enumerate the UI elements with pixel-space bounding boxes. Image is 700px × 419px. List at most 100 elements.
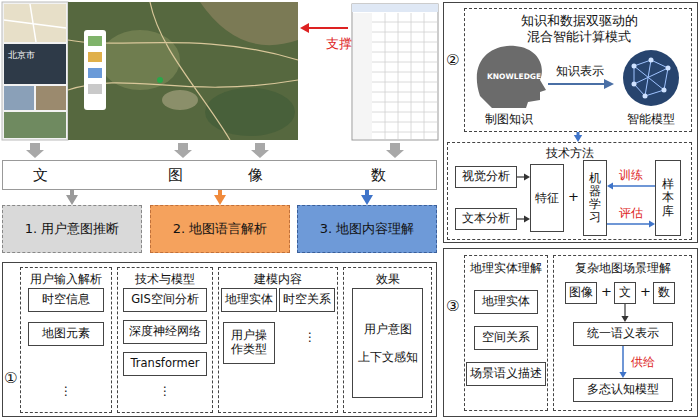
connector-line <box>624 304 625 317</box>
item-box: 文 <box>614 282 636 304</box>
node-text: 地理实体理解 <box>465 261 547 275</box>
node-subtext: 数 <box>371 166 386 184</box>
task-box: 2. 地图语言解析 <box>150 205 290 253</box>
node-text: 用户操作类型 <box>226 329 272 357</box>
node-text: 建模内容 <box>219 272 337 286</box>
connector-line <box>622 346 624 373</box>
down-arrow <box>26 143 404 158</box>
process-box: 统一语义表示 <box>573 322 673 346</box>
item-box: 数 <box>653 282 675 304</box>
column-box: 效果用户意图上下文感知 <box>343 267 432 413</box>
task-box: 3. 地图内容理解 <box>297 205 437 253</box>
node-text: 地理实体 <box>225 293 273 307</box>
connector <box>619 346 626 378</box>
node-text: 样本库 <box>662 178 674 218</box>
edge-label: 评估 <box>619 206 643 220</box>
learning-box: 机器学习 <box>583 160 607 236</box>
column-box: 技术与模型 ⋮ GIS空间分析深度神经网络 Transformer <box>117 267 213 413</box>
model-icon <box>623 50 679 106</box>
connector <box>66 190 78 205</box>
node-text: 地理实体 <box>482 295 530 309</box>
node-text: GIS空间分析 <box>131 293 199 307</box>
knowledge-head <box>477 46 546 108</box>
node-text: 文 <box>619 286 631 300</box>
node-text: 视觉分析 <box>462 170 510 184</box>
node-text: ① <box>4 371 17 386</box>
item-box: 深度神经网络 <box>123 320 207 344</box>
phone-screenshot <box>2 2 68 140</box>
connector <box>517 173 530 180</box>
node-text: 文 <box>33 166 48 184</box>
node-text: 多态认知模型 <box>587 383 659 397</box>
item-box: 时空关系 <box>279 288 335 312</box>
connector-line <box>517 176 525 177</box>
data-table-window <box>352 4 438 140</box>
item-box: 地理实体 <box>474 290 538 314</box>
node-text: 技术与模型 <box>118 272 212 286</box>
panel: ①用户输入解析⋮时空信息地图元素技术与模型⋮GIS空间分析深度神经网络Trans… <box>2 262 437 417</box>
item-box: 用户操作类型 <box>223 322 275 364</box>
panel: ③地理实体理解地理实体空间关系场景语义描述复杂地图场景理解图像文数统一语义表示多… <box>443 248 698 417</box>
node-subtext: ⋮ <box>118 384 212 398</box>
node-text: 统一语义表示 <box>587 327 659 341</box>
node-text: 时空信息 <box>42 293 90 307</box>
item-box: Transformer <box>123 352 207 376</box>
node-text: 2. 地图语言解析 <box>173 221 268 237</box>
place-name: 北京市 <box>8 50 35 61</box>
image-caption: 制图知识 <box>485 112 533 126</box>
head-text: KNOWLEDGE <box>487 72 541 81</box>
node-text: 地图元素 <box>42 327 90 341</box>
knowledge-arrow <box>548 79 614 89</box>
column-box: 用户输入解析⋮时空信息地图元素 <box>20 267 112 413</box>
item-box: 地理实体 <box>221 288 277 312</box>
group-box: 复杂地图场景理解图像 文 数统一语义表示多态认知模型 <box>553 255 692 411</box>
item-box: 地图元素 <box>28 322 104 346</box>
support-arrow <box>300 23 348 33</box>
node-subtext: ⋮ <box>21 384 111 398</box>
node-text: 知识和数据双驱动的混合智能计算模式 <box>517 13 641 44</box>
node-text: ③ <box>446 299 459 314</box>
feature-box: 特征 <box>530 164 564 232</box>
node-text: 场景语义描述 <box>470 367 542 381</box>
item-box: 场景语义描述 <box>466 362 546 386</box>
connector <box>214 190 226 205</box>
sample-box: 样本库 <box>655 160 681 236</box>
connector-line <box>607 223 650 225</box>
edge-label: 供给 <box>631 355 655 369</box>
process-box: 视觉分析 <box>455 166 517 188</box>
node-subtext: 图 <box>168 166 183 184</box>
connector <box>361 190 373 205</box>
node-subtext: ⋮ <box>304 330 316 344</box>
node-subtext: 上下文感知 <box>358 350 418 364</box>
group-box: 地理实体理解地理实体空间关系场景语义描述 <box>464 255 548 411</box>
effect-box: 用户意图上下文感知 <box>352 288 423 398</box>
connector <box>607 220 655 227</box>
item-box: 空间关系 <box>474 326 538 350</box>
node-text: 数 <box>658 286 670 300</box>
node-text: 时空关系 <box>283 293 331 307</box>
node-text: 1. 用户意图推断 <box>25 221 120 237</box>
arrow-head <box>214 195 226 205</box>
process-box: 文本分析 <box>455 208 517 230</box>
plus-sign: + <box>601 284 612 300</box>
process-box: 多态认知模型 <box>573 378 673 402</box>
connector <box>517 215 530 222</box>
node-text: 图像 <box>569 286 593 300</box>
input-band: 文图像数 <box>2 160 437 190</box>
satellite-map <box>68 2 298 140</box>
item-box: 图像 <box>565 282 597 304</box>
item-box: 时空信息 <box>28 288 104 312</box>
connector <box>607 182 655 189</box>
node-text: 深度神经网络 <box>129 325 201 339</box>
node-text: 3. 地图内容理解 <box>320 221 415 237</box>
connector-line <box>612 185 655 187</box>
edge-label: 训练 <box>619 168 643 182</box>
plus-sign: + <box>568 189 579 205</box>
node-text: 复杂地图场景理解 <box>554 261 691 275</box>
node-text: Transformer <box>130 357 199 371</box>
column-box: 建模内容 ⋮ 地理实体时空关系用户操作类型 <box>218 267 338 413</box>
arrow-head <box>574 135 582 142</box>
node-text: 技术方法 <box>448 146 691 160</box>
connector <box>574 132 582 142</box>
